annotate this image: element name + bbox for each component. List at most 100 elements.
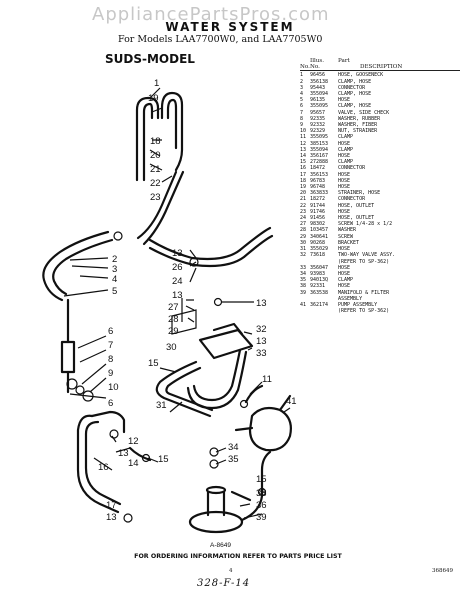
two-way-valve (198, 328, 254, 360)
callout-4: 4 (112, 274, 117, 285)
hose-11 (244, 384, 264, 404)
row-part-no: 92329 (310, 128, 326, 135)
row-description: VALVE, SIDE CHECK (338, 109, 390, 116)
row-description: HOSE, OUTLET (338, 202, 375, 209)
callout-21: 21 (150, 164, 161, 175)
hose-23-inner (142, 170, 185, 246)
clamp-34 (209, 447, 219, 457)
hose-33 (192, 348, 242, 402)
clamp-13-top (189, 257, 199, 267)
hose-14 (128, 446, 152, 462)
callout-26: 26 (172, 262, 183, 273)
row-description: CLAMP (338, 277, 354, 284)
row-description: CONNECTOR (338, 165, 366, 172)
document-number: 368649 (432, 568, 453, 574)
figure-number: A-8649 (210, 542, 231, 549)
gooseneck-hose-right (160, 91, 184, 172)
row-illus-no: 16 (300, 165, 307, 172)
callout-13-a: 13 (172, 248, 183, 259)
page-number: 4 (229, 568, 233, 574)
clamp-11 (239, 399, 249, 409)
row-description: CONNECTOR (338, 196, 366, 203)
callout-39: 39 (256, 512, 267, 523)
row-description: PUMP ASSEMBLY (338, 301, 378, 308)
clamp-13-right (213, 297, 223, 307)
callout-33: 33 (256, 348, 267, 359)
clamp-13-lower (109, 429, 119, 439)
callout-19: 19 (148, 93, 159, 104)
row-part-no: 355029 (310, 246, 329, 253)
row-description: HOSE, GOOSENECK (338, 72, 384, 79)
row-part-no: 93983 (310, 270, 326, 277)
row-illus-no: 17 (300, 171, 307, 178)
hose-17-inner (84, 420, 122, 506)
row-part-no: 95657 (310, 109, 326, 116)
row-illus-no: 19 (300, 184, 307, 191)
row-illus-no: 15 (300, 159, 307, 166)
row-description: HOSE (338, 270, 351, 277)
callout-22: 22 (150, 178, 161, 189)
hose-24 (148, 226, 272, 261)
row-description: SCREW 1/4-28 x 1/2 (338, 221, 393, 228)
bracket-30 (171, 309, 197, 335)
handwritten-note: 328-F-14 (197, 578, 251, 589)
row-part-no: 363833 (310, 190, 329, 197)
row-part-no: 18272 (310, 196, 326, 203)
row-description: HOSE (338, 153, 351, 160)
row-part-no: 96783 (310, 177, 326, 184)
callouts: 1 19 18 20 21 22 23 2 3 4 5 13 26 24 13 … (98, 78, 297, 523)
callout-8: 8 (108, 354, 113, 365)
page-subtitle: For Models LAA7700W0, and LAA7705W0 (118, 34, 323, 45)
row-illus-no: 35 (300, 277, 307, 284)
row-description: HOSE (338, 177, 351, 184)
manifold-base (188, 510, 244, 534)
callout-34: 34 (228, 442, 239, 453)
row-description: (REFER TO SP-362) (338, 308, 390, 315)
row-part-no: 355094 (310, 146, 329, 153)
row-part-no: 96135 (310, 97, 326, 104)
row-description: CLAMP, HOSE (338, 78, 372, 85)
row-description: HOSE (338, 171, 351, 178)
callout-27: 27 (168, 302, 179, 313)
callout-14: 14 (128, 458, 139, 469)
row-part-no: 356047 (310, 264, 329, 271)
callout-41: 41 (286, 396, 297, 407)
clamp-2 (113, 231, 123, 241)
row-illus-no: 12 (300, 140, 307, 147)
row-illus-no: 22 (300, 202, 307, 209)
row-illus-no: 10 (300, 128, 307, 135)
pump-inlet (234, 426, 254, 432)
row-description: HOSE (338, 246, 351, 253)
row-description: HOSE (338, 208, 351, 215)
row-description: TWO-WAY VALVE ASSY. (338, 252, 396, 259)
row-part-no: 91456 (310, 215, 326, 222)
model-label: SUDS-MODEL (105, 52, 195, 66)
row-part-no: 356138 (310, 78, 329, 85)
row-illus-no: 31 (300, 246, 307, 253)
row-part-no: 92335 (310, 115, 326, 122)
callout-15-b: 15 (158, 454, 169, 465)
row-illus-no: 6 (300, 103, 304, 110)
row-part-no: 18472 (310, 165, 326, 172)
hose-5 (42, 230, 110, 302)
callout-32: 32 (256, 324, 267, 335)
row-illus-no: 18 (300, 177, 307, 184)
callout-16: 16 (98, 462, 109, 473)
row-illus-no: 1 (300, 72, 304, 79)
